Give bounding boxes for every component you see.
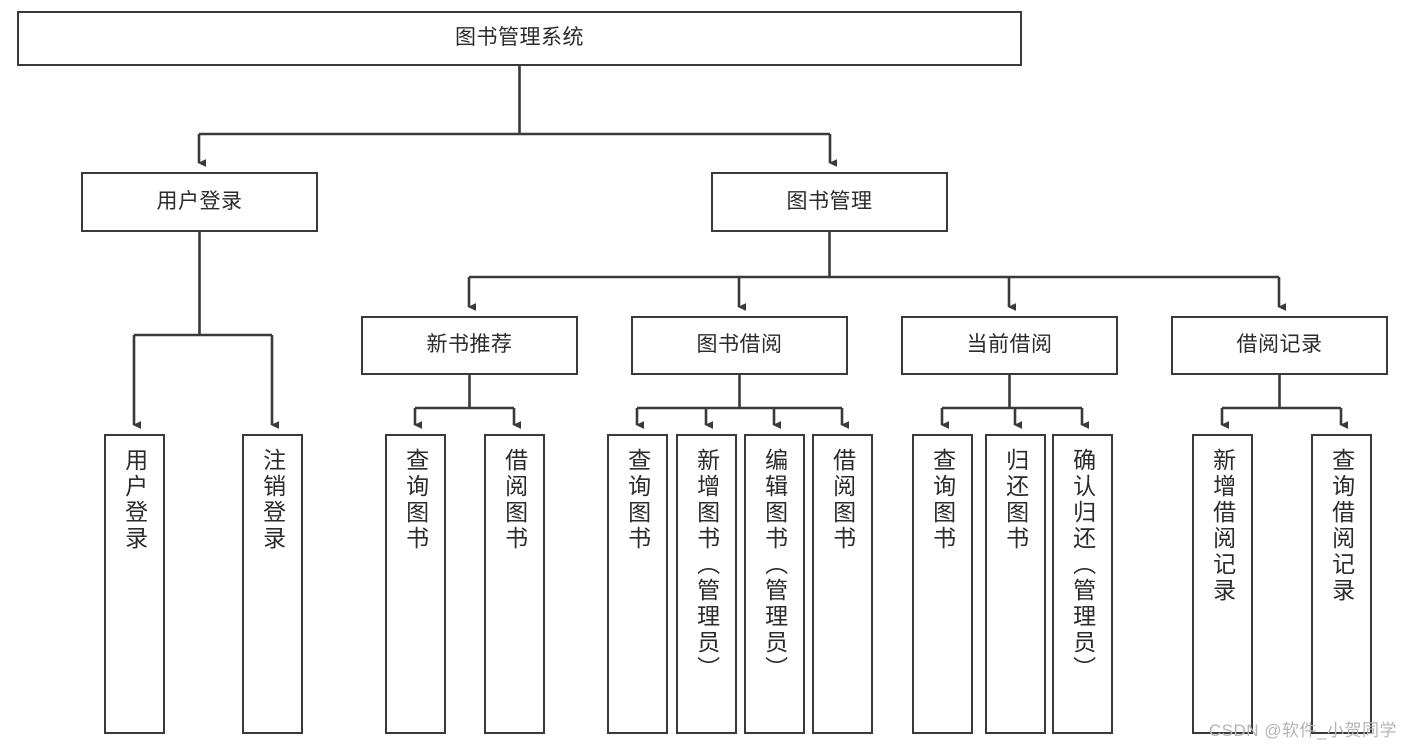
node-leaf-query-book-rec[interactable]: 查询图书 (385, 434, 446, 734)
node-leaf-query-borrow-record[interactable]: 查询借阅记录 (1311, 434, 1372, 734)
node-leaf-add-book-admin[interactable]: 新增图书（管理员） (676, 434, 737, 734)
node-label: 图书管理系统 (455, 26, 584, 50)
node-label: 图书管理 (786, 189, 873, 213)
node-label: 查询图书 (929, 448, 956, 552)
node-label: 新增借阅记录 (1209, 448, 1236, 604)
node-label: 查询借阅记录 (1328, 448, 1355, 604)
node-leaf-borrow-book-rec[interactable]: 借阅图书 (484, 434, 545, 734)
node-label: 用户登录 (156, 189, 243, 213)
node-leaf-query-book-borrow[interactable]: 查询图书 (607, 434, 668, 734)
node-borrow-record[interactable]: 借阅记录 (1171, 316, 1388, 375)
node-label: 查询图书 (402, 448, 429, 552)
node-label: 用户登录 (121, 448, 148, 552)
node-label: 新增图书（管理员） (693, 448, 720, 682)
node-new-book-recommendation[interactable]: 新书推荐 (361, 316, 578, 375)
node-label: 借阅图书 (501, 448, 528, 552)
node-leaf-edit-book-admin[interactable]: 编辑图书（管理员） (744, 434, 805, 734)
node-label: 注销登录 (259, 448, 286, 552)
node-label: 当前借阅 (966, 333, 1053, 357)
watermark-text: CSDN @软件_小贺同学 (1208, 721, 1397, 740)
node-label: 借阅图书 (829, 448, 856, 552)
node-current-borrow[interactable]: 当前借阅 (901, 316, 1118, 375)
node-label: 新书推荐 (426, 333, 513, 357)
node-leaf-user-login[interactable]: 用户登录 (104, 434, 165, 734)
node-user-login[interactable]: 用户登录 (81, 172, 318, 232)
node-leaf-add-borrow-record[interactable]: 新增借阅记录 (1192, 434, 1253, 734)
node-label: 归还图书 (1002, 448, 1029, 552)
node-book-borrow[interactable]: 图书借阅 (631, 316, 848, 375)
node-label: 借阅记录 (1236, 333, 1323, 357)
node-leaf-return-book[interactable]: 归还图书 (985, 434, 1046, 734)
node-label: 编辑图书（管理员） (761, 448, 788, 682)
node-leaf-logout-login[interactable]: 注销登录 (242, 434, 303, 734)
node-label: 图书借阅 (696, 333, 783, 357)
node-leaf-borrow-book[interactable]: 借阅图书 (812, 434, 873, 734)
node-leaf-confirm-return-admin[interactable]: 确认归还（管理员） (1052, 434, 1113, 734)
node-label: 查询图书 (624, 448, 651, 552)
node-book-management-system[interactable]: 图书管理系统 (17, 11, 1022, 66)
node-leaf-query-book-current[interactable]: 查询图书 (912, 434, 973, 734)
node-label: 确认归还（管理员） (1069, 448, 1096, 682)
node-book-management[interactable]: 图书管理 (711, 172, 948, 232)
